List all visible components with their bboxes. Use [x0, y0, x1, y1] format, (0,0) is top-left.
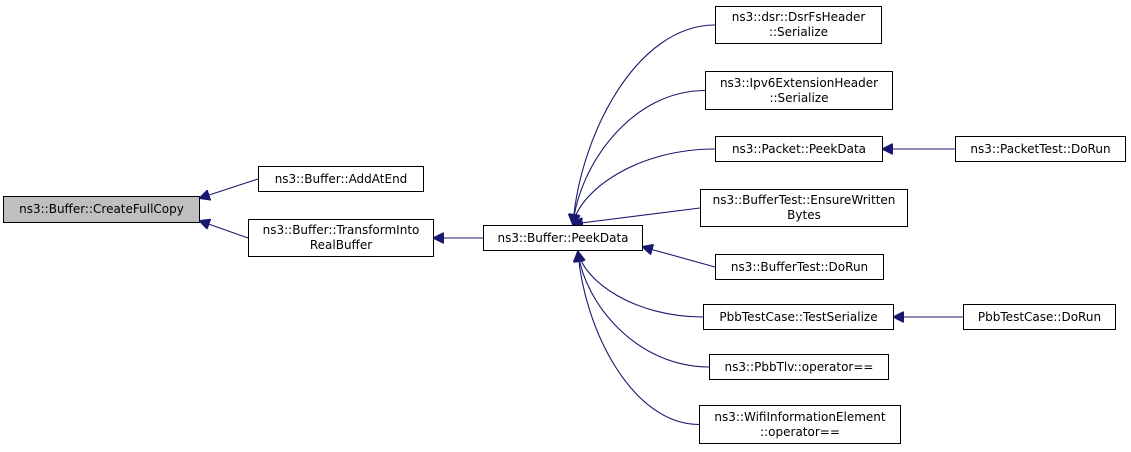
node-label-line: ns3::Buffer::CreateFullCopy — [19, 202, 184, 216]
node-label-line: Bytes — [787, 208, 821, 222]
node-buffer-test-do-run[interactable]: ns3::BufferTest::DoRun — [715, 254, 884, 280]
node-pbb-test-case-test-serialize[interactable]: PbbTestCase::TestSerialize — [703, 304, 894, 330]
node-create-full-copy: ns3::Buffer::CreateFullCopy — [3, 196, 200, 223]
edge-ipv6_extension_header_serialize-to-buffer_peek_data — [573, 89, 706, 225]
node-packet-test-do-run[interactable]: ns3::PacketTest::DoRun — [955, 136, 1126, 162]
edge-dsr_fs_header_serialize-to-buffer_peek_data — [573, 24, 716, 224]
node-label-line: ::Serialize — [769, 90, 829, 105]
node-pbb-tlv-operator-eq[interactable]: ns3::PbbTlv::operator== — [709, 354, 889, 380]
node-label-line: ns3::PbbTlv::operator== — [724, 359, 874, 374]
edge-packet_peek_data-to-buffer_peek_data — [573, 148, 716, 224]
node-packet-peek-data[interactable]: ns3::Packet::PeekData — [715, 136, 883, 162]
node-pbb-test-case-do-run[interactable]: PbbTestCase::DoRun — [963, 304, 1116, 330]
node-label-line: PbbTestCase::DoRun — [977, 309, 1102, 324]
node-ipv6-extension-header-serialize[interactable]: ns3::Ipv6ExtensionHeader::Serialize — [705, 71, 893, 110]
edge-buffer_test_ensure_written_bytes-to-buffer_peek_data — [573, 207, 701, 224]
edge-add_at_end-to-create_full_copy — [200, 178, 259, 198]
node-label-line: ns3::Buffer::TransformInto — [262, 223, 420, 237]
node-label-line: ::operator== — [760, 424, 840, 439]
node-add-at-end[interactable]: ns3::Buffer::AddAtEnd — [258, 166, 424, 192]
node-wifi-information-element-operator-eq[interactable]: ns3::WifiInformationElement::operator== — [699, 405, 901, 444]
node-label-line: RealBuffer — [309, 238, 373, 252]
node-dsr-fs-header-serialize[interactable]: ns3::dsr::DsrFsHeader::Serialize — [715, 6, 882, 44]
node-label-line: ns3::Packet::PeekData — [731, 141, 867, 156]
node-label-line: PbbTestCase::TestSerialize — [719, 309, 878, 324]
node-label-line: ns3::WifiInformationElement — [714, 409, 886, 424]
edge-buffer_test_do_run-to-buffer_peek_data — [643, 247, 716, 268]
edge-wifi_information_element_operator_eq-to-buffer_peek_data — [578, 252, 700, 426]
edge-transform_into_real_buffer-to-create_full_copy — [200, 221, 249, 239]
node-label-line: ::Serialize — [768, 25, 829, 39]
edge-pbb_tlv_operator_eq-to-buffer_peek_data — [578, 252, 710, 368]
node-label-line: ns3::dsr::DsrFsHeader — [731, 10, 866, 24]
node-label-line: ns3::PacketTest::DoRun — [970, 141, 1111, 156]
edge-pbb_test_case_test_serialize-to-buffer_peek_data — [578, 252, 704, 318]
node-label-line: ns3::BufferTest::EnsureWritten — [712, 193, 896, 207]
node-label-line: ns3::Buffer::AddAtEnd — [274, 171, 408, 186]
node-buffer-peek-data[interactable]: ns3::Buffer::PeekData — [483, 225, 643, 251]
node-label-line: ns3::Buffer::PeekData — [497, 230, 629, 245]
node-label-line: ns3::Ipv6ExtensionHeader — [719, 75, 879, 90]
node-label-line: ns3::BufferTest::DoRun — [730, 259, 869, 274]
